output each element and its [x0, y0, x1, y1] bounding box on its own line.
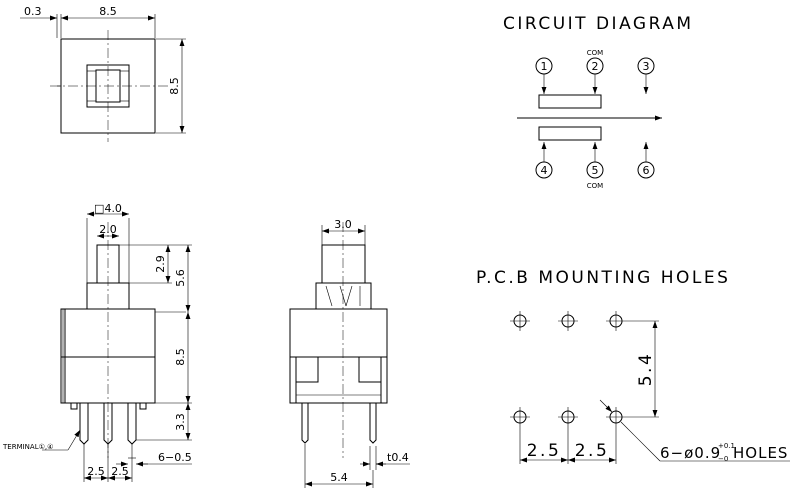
- pcb-hole: [606, 311, 626, 331]
- front-view: □4.0 2.0 2.9 5.6 8.5 3.3 2.5 2.5 6−0.5: [2, 202, 192, 482]
- circuit-pin-3: 3: [637, 57, 655, 94]
- dim-leg-length: 3.3: [174, 413, 187, 431]
- terminal-label: TERMINAL①,④: [2, 443, 53, 451]
- dim-top-height: 8.5: [168, 77, 181, 95]
- hole-spec: 6−ø0.9 +0.1 −0 HOLES: [660, 442, 788, 463]
- side-view-notch-right: [358, 357, 382, 403]
- circuit-pin-6: 6: [637, 142, 655, 179]
- com-label-bottom: COM: [587, 182, 603, 190]
- pcb-hole: [558, 311, 578, 331]
- top-view: 0.3 8.5 8.5: [20, 5, 186, 142]
- dim-stem-width: 2.0: [99, 223, 117, 236]
- side-view-collar: [315, 282, 372, 310]
- dim-side-width: 5.4: [330, 471, 348, 484]
- svg-text:6: 6: [643, 164, 650, 177]
- dim-top-offset: 0.3: [24, 5, 42, 18]
- dim-travel: 2.9: [154, 255, 167, 273]
- pcb-mounting-holes: P.C.B MOUNTING HOLES 5.4: [476, 268, 790, 464]
- hole-spec-tol-plus: +0.1: [718, 442, 735, 450]
- svg-text:1: 1: [541, 60, 548, 73]
- circuit-pin-4: 4: [535, 142, 553, 179]
- pcb-title: P.C.B MOUNTING HOLES: [476, 268, 730, 288]
- svg-text:2: 2: [592, 60, 599, 73]
- pcb-hole: [510, 311, 530, 331]
- side-view-stem: [321, 244, 366, 284]
- circuit-pin-2: 2: [586, 57, 604, 94]
- side-view-notch-left: [295, 357, 319, 403]
- dim-top-width: 8.5: [99, 5, 117, 18]
- circuit-diagram: CIRCUIT DIAGRAM COM 1 2 3 4: [503, 14, 694, 190]
- hole-spec-tol-minus: −0: [718, 455, 728, 463]
- dim-pcb-pitch-a: 2.5: [527, 441, 562, 461]
- hole-spec-prefix: 6−ø0.9: [660, 444, 721, 462]
- com-label-top: COM: [587, 49, 603, 57]
- hole-spec-suffix: HOLES: [733, 444, 788, 462]
- dim-row-spacing: 5.4: [636, 352, 656, 387]
- dim-top-square: □4.0: [94, 202, 122, 215]
- dim-stem-height: 5.6: [174, 269, 187, 287]
- contact-bar-bottom: [538, 126, 602, 141]
- dim-body-height: 8.5: [174, 348, 187, 366]
- circuit-pin-5: 5: [586, 142, 604, 179]
- dim-pin-width: 6−0.5: [158, 451, 192, 464]
- circuit-title: CIRCUIT DIAGRAM: [503, 14, 694, 34]
- svg-text:4: 4: [541, 164, 548, 177]
- svg-text:5: 5: [592, 164, 599, 177]
- circuit-pin-1: 1: [535, 57, 553, 94]
- svg-text:3: 3: [643, 60, 650, 73]
- side-view-body: [289, 308, 388, 404]
- pcb-hole: [510, 407, 530, 427]
- dim-pitch-a: 2.5: [87, 465, 105, 478]
- pcb-hole: [606, 407, 626, 427]
- contact-bar-top: [538, 94, 602, 109]
- side-view: 3.0 t0.4 5.4: [289, 218, 410, 488]
- pcb-hole: [558, 407, 578, 427]
- dim-side-thickness: t0.4: [387, 451, 409, 464]
- dim-pitch-b: 2.5: [111, 465, 129, 478]
- dim-pcb-pitch-b: 2.5: [575, 441, 610, 461]
- dim-side-stem: 3.0: [334, 218, 352, 231]
- side-view-pins: [301, 403, 377, 444]
